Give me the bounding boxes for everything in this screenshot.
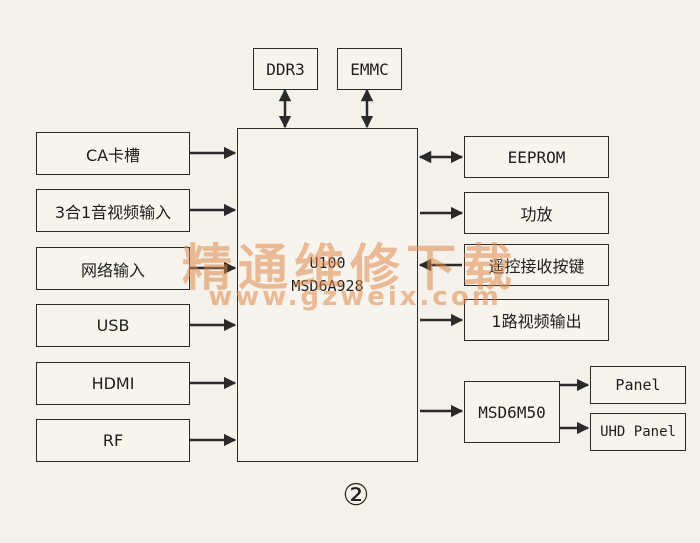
hdmi-label: HDMI	[91, 374, 135, 393]
emmc-block: EMMC	[337, 48, 402, 90]
watermark-title: 精通维修下载	[182, 238, 518, 297]
rf-label: RF	[102, 431, 124, 450]
main-chip-line1: U100	[309, 254, 346, 272]
main-chip-line2: MSD6A928	[291, 277, 364, 295]
network-input-block: 网络输入	[36, 247, 190, 290]
figure-number: ②	[342, 478, 370, 513]
emmc-label: EMMC	[350, 59, 389, 79]
amplifier-label: 功放	[520, 205, 553, 224]
hdmi-block: HDMI	[36, 362, 190, 405]
usb-label: USB	[96, 316, 130, 335]
amplifier-block: 功放	[464, 192, 609, 234]
panel-label: Panel	[615, 376, 661, 394]
remote-receiver-keys-block: 遥控接收按键	[464, 244, 609, 286]
network-input-label: 网络输入	[80, 260, 145, 280]
ddr3-block: DDR3	[253, 48, 318, 90]
remote-receiver-keys-label: 遥控接收按键	[488, 257, 585, 276]
msd6m50-label: MSD6M50	[478, 402, 546, 422]
ca-slot-label: CA卡槽	[85, 145, 141, 165]
msd6m50-block: MSD6M50	[464, 381, 560, 443]
ca-slot-block: CA卡槽	[36, 132, 190, 175]
eeprom-block: EEPROM	[464, 136, 609, 178]
usb-block: USB	[36, 304, 190, 347]
watermark-url: www.gzweix.com	[208, 282, 502, 312]
av-input-block: 3合1音视频输入	[36, 189, 190, 232]
eeprom-label: EEPROM	[507, 147, 566, 167]
ddr3-label: DDR3	[266, 59, 305, 79]
video-output-block: 1路视频输出	[464, 299, 609, 341]
av-input-label: 3合1音视频输入	[54, 202, 172, 222]
uhd-panel-label: UHD Panel	[600, 424, 676, 440]
video-output-label: 1路视频输出	[491, 312, 582, 331]
uhd-panel-block: UHD Panel	[590, 413, 686, 451]
main-chip-block: U100 MSD6A928	[237, 128, 418, 462]
panel-block: Panel	[590, 366, 686, 404]
rf-block: RF	[36, 419, 190, 462]
